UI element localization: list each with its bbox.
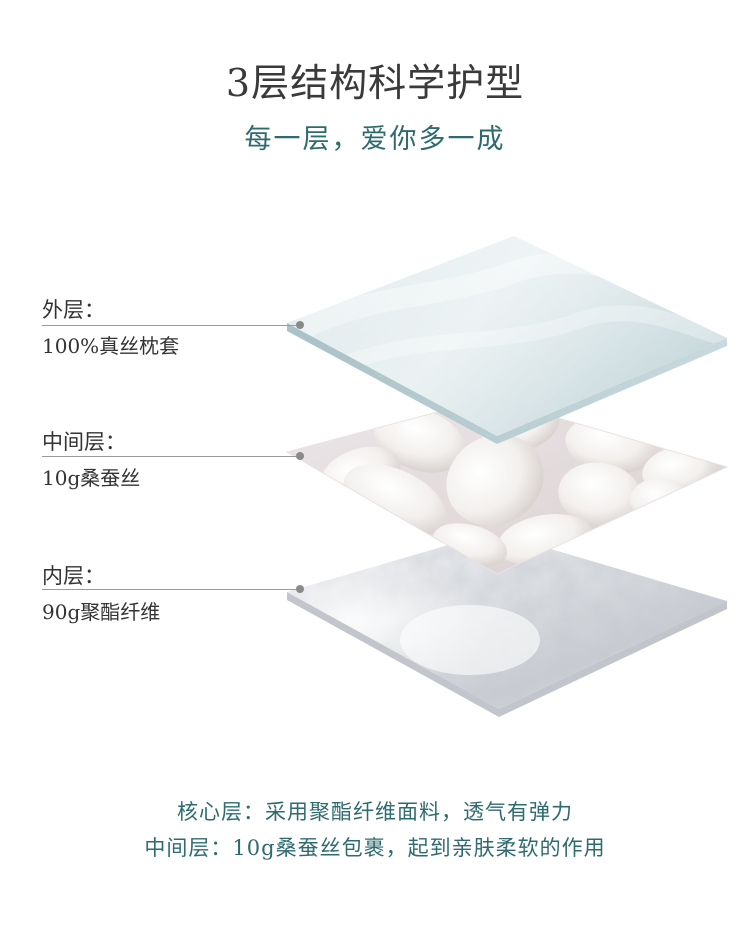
leader-line	[42, 456, 300, 457]
label-inner-layer: 内层： 90g聚酯纤维	[42, 563, 312, 625]
layer-description: 90g聚酯纤维	[42, 600, 161, 624]
outer-layer-tile	[287, 236, 727, 444]
leader-dot	[296, 452, 304, 460]
layer-name: 中间层：	[42, 430, 126, 454]
footer-line-core: 核心层：采用聚酯纤维面料，透气有弹力	[177, 800, 573, 824]
leader-dot	[296, 585, 304, 593]
footer-line-middle: 中间层：10g桑蚕丝包裹，起到亲肤柔软的作用	[144, 836, 606, 860]
label-outer-layer: 外层： 100%真丝枕套	[42, 297, 312, 359]
page-subtitle: 每一层，爱你多一成	[244, 124, 506, 155]
leader-line	[42, 325, 300, 326]
label-middle-layer: 中间层： 10g桑蚕丝	[42, 429, 312, 491]
layer-description: 10g桑蚕丝	[42, 466, 141, 490]
layer-description: 100%真丝枕套	[42, 334, 180, 358]
leader-line	[42, 589, 300, 590]
leader-dot	[296, 321, 304, 329]
page-title: 3层结构科学护型	[225, 61, 525, 105]
layer-name: 内层：	[42, 564, 105, 588]
layer-name: 外层：	[42, 298, 105, 322]
